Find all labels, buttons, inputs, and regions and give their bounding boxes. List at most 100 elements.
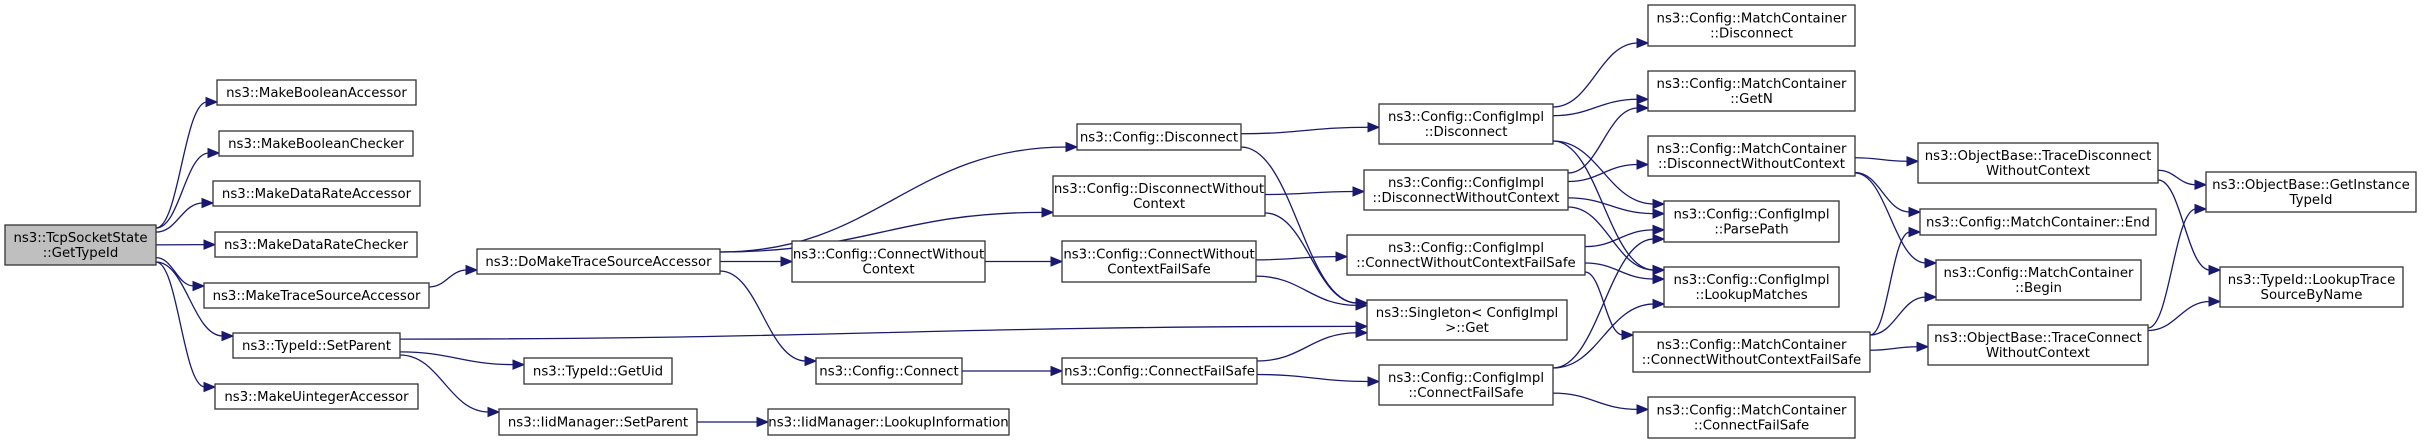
- node-mcbegin[interactable]: ns3::Config::MatchContainer::Begin: [1935, 259, 2142, 301]
- node-mba[interactable]: ns3::MakeBooleanAccessor: [216, 79, 417, 106]
- node-single[interactable]: ns3::Singleton< ConfigImpl>::Get: [1366, 299, 1568, 341]
- node-lookup[interactable]: ns3::Config::ConfigImpl::LookupMatches: [1663, 266, 1840, 308]
- node-mdra[interactable]: ns3::MakeDataRateAccessor: [212, 180, 421, 207]
- node-box: [216, 79, 417, 106]
- node-cwc[interactable]: ns3::Config::ConnectWithoutContext: [791, 240, 986, 283]
- node-box: [214, 231, 418, 258]
- node-mua[interactable]: ns3::MakeUintegerAccessor: [214, 383, 419, 410]
- node-label: >::Get: [1445, 321, 1489, 336]
- node-cwcfs[interactable]: ns3::Config::ConnectWithoutContextFailSa…: [1061, 240, 1257, 283]
- edge-line: [1240, 126, 1370, 135]
- node-getuid[interactable]: ns3::TypeId::GetUid: [523, 357, 673, 385]
- node-label: ns3::ObjectBase::GetInstance: [2212, 178, 2410, 193]
- node-box: [218, 130, 414, 157]
- node-label: ::ConnectFailSafe: [1408, 386, 1523, 401]
- node-iidli[interactable]: ns3::IidManager::LookupInformation: [767, 408, 1010, 436]
- edge-line: [1854, 157, 1909, 162]
- arrow-head-icon: [780, 256, 794, 267]
- node-box: [1647, 396, 1856, 439]
- arrow-head-icon: [1908, 206, 1922, 218]
- node-box: [523, 357, 673, 385]
- node-label: ns3::TypeId::LookupTrace: [2228, 273, 2396, 288]
- node-cidisc[interactable]: ns3::Config::ConfigImpl::Disconnect: [1378, 103, 1554, 145]
- node-mccfs[interactable]: ns3::Config::MatchContainer::ConnectFail…: [1647, 396, 1856, 439]
- arrow-head-icon: [1367, 376, 1381, 387]
- node-mdrc[interactable]: ns3::MakeDataRateChecker: [214, 231, 418, 258]
- node-tsp[interactable]: ns3::TypeId::SetParent: [232, 332, 401, 359]
- node-ccfs[interactable]: ns3::Config::ConnectFailSafe: [1061, 357, 1258, 385]
- edge-root-to-mua: [155, 261, 217, 393]
- node-label: ns3::Config::Connect: [819, 365, 958, 380]
- arrow-head-icon: [512, 359, 526, 370]
- edge-line: [1264, 212, 1358, 304]
- edge-line: [719, 146, 1068, 253]
- node-cconn[interactable]: ns3::Config::Connect: [815, 357, 963, 385]
- node-box: [4, 224, 157, 266]
- edge-obtcwc-to-tidltsbn: [2147, 296, 2222, 332]
- node-label: ::ConnectWithoutContextFailSafe: [1356, 256, 1575, 271]
- node-dmtsa[interactable]: ns3::DoMakeTraceSourceAccessor: [476, 248, 721, 275]
- edge-mcdwc-to-obtdwc: [1854, 156, 1920, 167]
- node-cicfs[interactable]: ns3::Config::ConfigImpl::ConnectFailSafe: [1378, 364, 1554, 406]
- arrow-head-icon: [1050, 365, 1064, 377]
- edge-dmtsa-to-cwc: [719, 256, 794, 267]
- edge-cdisc-to-cidisc: [1240, 122, 1381, 135]
- node-label: ns3::Config::MatchContainer: [1657, 404, 1847, 419]
- node-parse[interactable]: ns3::Config::ConfigImpl::ParsePath: [1663, 200, 1840, 243]
- node-mbc[interactable]: ns3::MakeBooleanChecker: [218, 130, 414, 157]
- node-label: WithoutContext: [1986, 164, 2090, 179]
- node-mtsa[interactable]: ns3::MakeTraceSourceAccessor: [203, 282, 430, 309]
- edge-root-to-tsp: [155, 261, 235, 342]
- node-obtdwc[interactable]: ns3::ObjectBase::TraceDisconnectWithoutC…: [1917, 142, 2159, 184]
- arrow-head-icon: [221, 330, 235, 342]
- node-box: [1663, 266, 1840, 308]
- node-box: [767, 408, 1010, 436]
- node-box: [498, 408, 698, 436]
- node-label: ns3::MakeDataRateChecker: [224, 238, 409, 253]
- arrow-head-icon: [2194, 179, 2208, 190]
- edge-line: [1256, 332, 1358, 362]
- edge-line: [1854, 171, 1911, 213]
- edge-root-to-mba: [155, 96, 219, 229]
- node-cdwc[interactable]: ns3::Config::DisconnectWithoutContext: [1052, 175, 1266, 217]
- edge-line: [155, 261, 224, 337]
- node-cicwcfs[interactable]: ns3::Config::ConfigImpl::ConnectWithoutC…: [1346, 234, 1586, 276]
- arrow-head-icon: [1908, 226, 1922, 238]
- edge-cidwc-to-lookup: [1567, 206, 1666, 276]
- arrow-head-icon: [465, 264, 479, 276]
- arrow-head-icon: [1636, 404, 1650, 415]
- arrow-head-icon: [2208, 264, 2222, 276]
- arrow-head-icon: [1652, 198, 1666, 210]
- edges-layer: [155, 37, 2222, 428]
- node-box: [791, 240, 986, 283]
- arrow-head-icon: [487, 406, 501, 418]
- edge-dmtsa-to-cdisc: [719, 141, 1079, 253]
- arrow-head-icon: [756, 416, 770, 428]
- edge-line: [155, 261, 206, 388]
- edge-root-to-mbc: [155, 147, 221, 229]
- edge-ccfs-to-single: [1256, 327, 1369, 362]
- node-cdisc[interactable]: ns3::Config::Disconnect: [1076, 123, 1242, 151]
- arrow-head-icon: [205, 96, 219, 108]
- node-box: [815, 357, 963, 385]
- edge-cicfs-to-parse: [1552, 233, 1666, 369]
- node-iidsp[interactable]: ns3::IidManager::SetParent: [498, 408, 698, 436]
- edge-line: [1869, 231, 1911, 336]
- edge-mcdwc-to-mcbegin: [1854, 172, 1938, 269]
- node-label: ::DisconnectWithoutContext: [1373, 191, 1560, 206]
- node-mccwcfs[interactable]: ns3::Config::MatchContainer::ConnectWith…: [1632, 331, 1871, 373]
- node-label: ns3::DoMakeTraceSourceAccessor: [485, 255, 712, 270]
- node-mcdisc[interactable]: ns3::Config::MatchContainer::Disconnect: [1647, 4, 1856, 47]
- edge-line: [1567, 206, 1655, 271]
- node-mcgetn[interactable]: ns3::Config::MatchContainer::GetN: [1647, 70, 1856, 112]
- node-mcdwc[interactable]: ns3::Config::MatchContainer::DisconnectW…: [1647, 135, 1856, 177]
- node-mcend[interactable]: ns3::Config::MatchContainer::End: [1919, 208, 2157, 236]
- node-label: ns3::ObjectBase::TraceConnect: [1934, 331, 2142, 346]
- edge-line: [1552, 42, 1639, 108]
- node-obtcwc[interactable]: ns3::ObjectBase::TraceConnectWithoutCont…: [1927, 324, 2149, 366]
- edge-mccwcfs-to-obtcwc: [1869, 341, 1930, 352]
- node-cidwc[interactable]: ns3::Config::ConfigImpl::DisconnectWitho…: [1363, 169, 1569, 211]
